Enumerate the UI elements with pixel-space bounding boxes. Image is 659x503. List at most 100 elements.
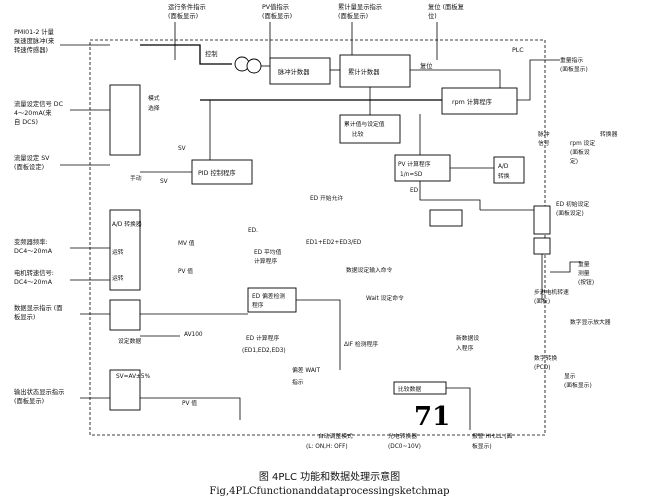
alarm-2: 板显示) [472, 442, 492, 450]
left-flow-3: 自 DCS) [14, 117, 38, 126]
ed-start: ED 开始允许 [310, 194, 343, 202]
plc-function-diagram: PLC 运行条件指示 (面板显示) PV值指示 (面板显示) 累计量显示指示 (… [14, 2, 618, 450]
control-plus-circle [246, 58, 262, 74]
left-bus-box-bottom [109, 369, 141, 411]
digit-2: (PCD) [534, 365, 551, 371]
caption-english: Fig,4PLCfunctionanddataprocessingsketchm… [209, 486, 450, 497]
top-label-run-condition-sub: (面板显示) [168, 11, 198, 20]
pv-calc-2: 1/n=SD [400, 172, 423, 178]
fault-1: 偏差 WAIT [292, 366, 321, 374]
conn-compare-out [446, 387, 471, 430]
mode-sel-2: 选择 [148, 104, 160, 112]
op-label-1: 运转 [112, 248, 124, 256]
left-motor-2: DC4～20mA [14, 279, 53, 286]
top-label-accumulated: 累计量显示指示 [338, 2, 382, 11]
ed-check-1: ED 偏差检测 [252, 292, 285, 300]
ad-conv-box [493, 156, 525, 184]
converter-2: (DC0~10V) [388, 444, 421, 450]
ed-expr: ED1+ED2+ED3/ED [306, 240, 362, 246]
right-rpm-1: rpm 设定 [570, 139, 595, 147]
plc-label: PLC [512, 47, 524, 54]
top-label-accumulated-sub: (面板显示) [338, 11, 368, 20]
accumulator-box [339, 54, 411, 88]
rpm-out [517, 59, 560, 101]
pv-label-2: PV 值 [178, 267, 193, 275]
acc-compare-2: 比较 [352, 130, 364, 138]
left-out-1: 输出状态显示指示 [14, 387, 64, 396]
ed-calc-1: ED 平均值 [254, 248, 282, 256]
acc-compare-box [339, 114, 401, 144]
ed-final-1: ED 计算程序 [246, 334, 279, 342]
left-bus-box-low [109, 299, 141, 331]
set-data-label: 设定数据 [118, 337, 141, 345]
man-label: 手动 [130, 174, 142, 182]
left-num-2: 板显示) [14, 312, 35, 321]
conn-pv-ed [419, 181, 481, 210]
left-pm-3: 转速传感器) [14, 45, 48, 54]
right-indicator-2: (面板显示) [560, 65, 588, 73]
range-1: 重量 [578, 260, 590, 268]
left-flow-1: 流量设定信号 DC [14, 99, 64, 108]
step-1: 自动调整模式 [318, 432, 353, 440]
left-bus-box-top [109, 84, 141, 156]
step-2: (L: ON,H: OFF) [306, 444, 348, 450]
left-set-1: 流量设定 SV [14, 153, 50, 162]
top-label-reset-sub: 位) [428, 11, 437, 20]
pulse-counter-label: 脉冲计数器 [278, 67, 310, 76]
ed-final-2: (ED1,ED2,ED3) [242, 348, 286, 354]
op-label-2: 运转 [112, 274, 124, 282]
compare-data-label: 比较数据 [398, 385, 421, 393]
pid-sv-label: SV [178, 146, 186, 152]
pv-output-label: PV 值 [182, 399, 197, 407]
final-digits: 数字显示放大器 [570, 318, 611, 326]
reset-label: 复位 [420, 61, 433, 70]
top-label-pv: PV值指示 [262, 2, 289, 11]
step-motor-2: (面板) [534, 297, 550, 305]
data-input-2: 入程序 [456, 344, 474, 352]
left-out-2: (面板显示) [14, 396, 44, 405]
disp-2: (面板显示) [564, 381, 592, 389]
wait-label: Wait 设定命令 [366, 294, 404, 302]
ed-set-1: ED 初始设定 [556, 200, 589, 208]
range-3: (按钮) [578, 278, 594, 286]
left-bus-box-mid [109, 209, 141, 291]
alarm-check-label: ΔIF 检测程序 [344, 340, 378, 348]
ed-label: ED [410, 188, 419, 194]
right-pulse-2: 信号 [538, 139, 550, 147]
left-num-1: 数据显示指示 (面 [14, 303, 63, 312]
fault-2: 指示 [292, 378, 304, 386]
display-digits: 71 [414, 402, 450, 432]
conn-bottom-left [140, 397, 241, 420]
ad-conv-2: 转换 [498, 172, 510, 180]
left-motor-1: 电机转速信号: [14, 268, 54, 277]
top-label-pv-sub: (面板显示) [262, 11, 292, 20]
left-flow-2: 4～20mA(来 [14, 109, 52, 117]
left-pm-2: 泵速度脉冲(来 [14, 36, 55, 45]
caption-chinese: 图 4PLC 功能和数据处理示意图 [258, 472, 401, 483]
range-label: SV=AV±5% [116, 374, 151, 380]
top-label-reset: 复位 (面板复 [428, 2, 465, 11]
acc-compare-1: 累计值与设定值 [344, 120, 385, 128]
plc-boundary [89, 39, 546, 436]
av-label: AV100 [184, 332, 203, 338]
auto-label: SV [160, 179, 168, 185]
mv-label: MV 值 [178, 239, 195, 247]
disp-1: 显示 [564, 373, 576, 380]
rpm-box [441, 87, 518, 115]
step-motor-1: 步进电机转速 [534, 288, 569, 296]
pid-box [191, 159, 253, 185]
converter-1: 光电转换器 [388, 432, 417, 440]
right-rpm-3: 定) [570, 157, 578, 165]
pv-calc-box [394, 154, 451, 182]
right-pulse-1: 脉冲 [538, 130, 550, 138]
ed-set-2: (面板设定) [556, 209, 584, 217]
alarm-1: 报警 HH,LL (面 [472, 432, 513, 440]
pid-label: PID 控制程序 [198, 168, 236, 177]
pulse-counter-box [269, 57, 331, 85]
ed-check-box [247, 287, 297, 313]
right-converter: 转换器 [600, 130, 618, 138]
main-line-acc-reset [410, 69, 501, 88]
ed-short: ED. [248, 228, 258, 234]
range-2: 测量 [578, 269, 590, 277]
conn-mid-vert [296, 299, 341, 370]
